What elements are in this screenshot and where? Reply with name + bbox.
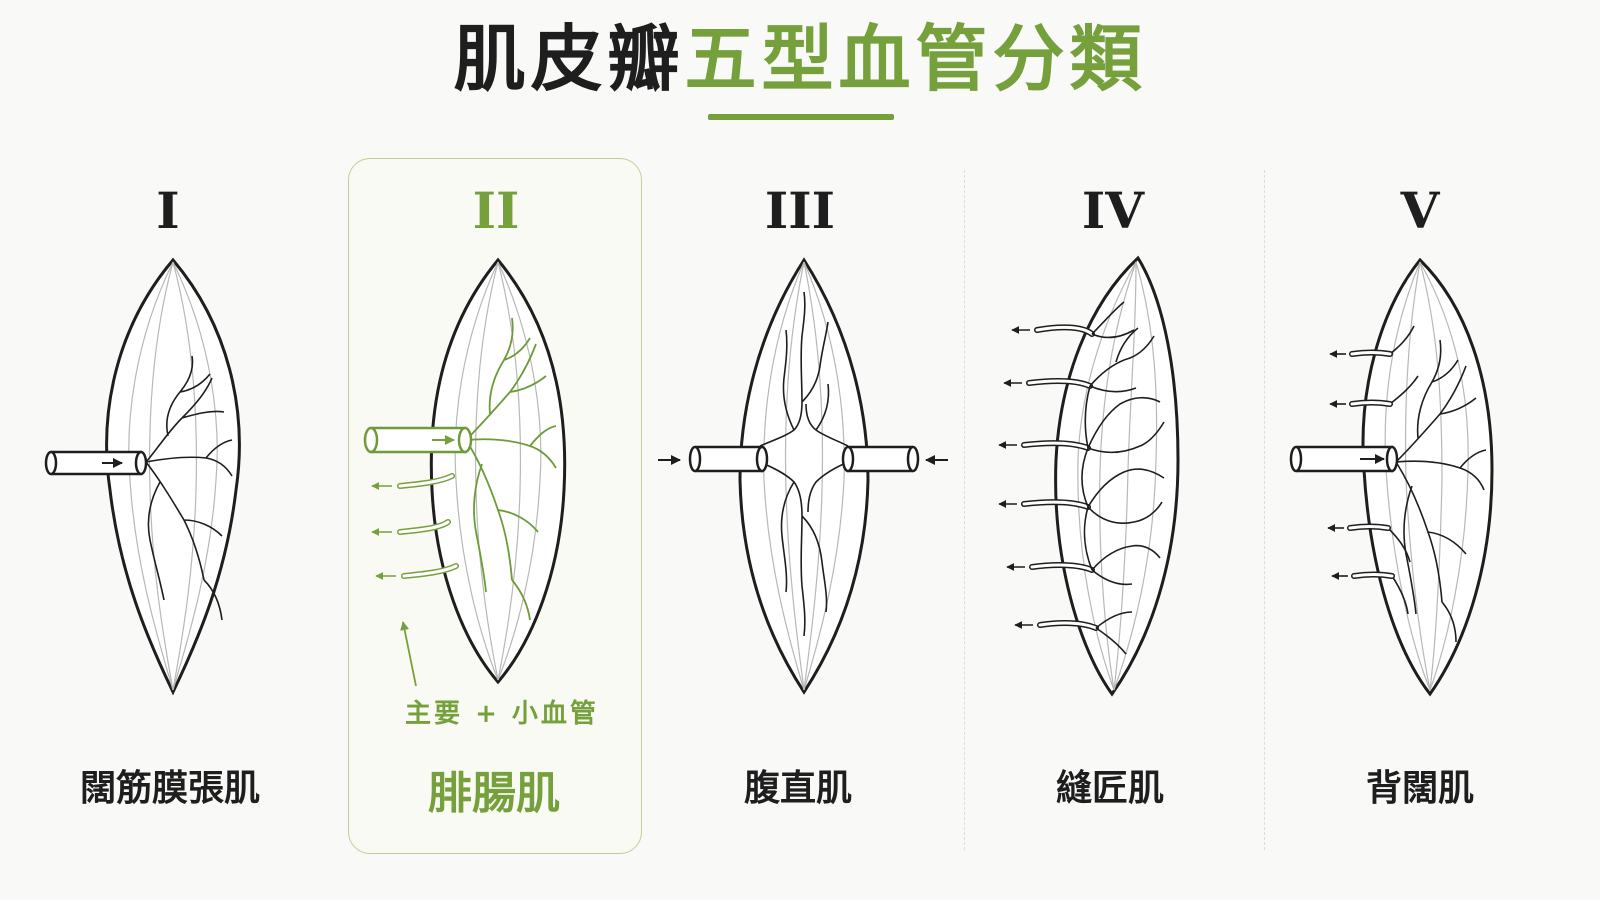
type-4-segmental-pedicles: [998, 324, 1099, 631]
type-4-numeral: IV: [1082, 181, 1145, 240]
type-3-numeral: III: [765, 181, 835, 240]
title-underline: [708, 114, 894, 120]
type-2-vessels: [465, 317, 557, 621]
type-5-muscle-name: 背闊肌: [1366, 768, 1474, 809]
type-2-annotation: 主要 + 小血管: [405, 699, 599, 729]
type-5-numeral: V: [1400, 181, 1441, 240]
type-1-muscle-name: 闊筋膜張肌: [80, 768, 260, 809]
type-5-main-pedicle: [1289, 445, 1399, 473]
type-1-muscle-shape: [105, 257, 241, 696]
type-5-minor-pedicles: [1327, 349, 1395, 580]
type-5-muscle-shape: [1361, 257, 1494, 697]
type-2-numeral: II: [473, 181, 520, 240]
separator-line: [1264, 170, 1265, 850]
type-1-panel: I 闊筋膜張肌: [44, 181, 260, 809]
type-2-minor-pedicles: [371, 473, 459, 580]
type-2-muscle-shape: [429, 257, 567, 685]
type-3-left-pedicle: [658, 445, 769, 473]
title-part1: 肌皮瓣: [453, 17, 685, 101]
type-3-muscle-name: 腹直肌: [744, 768, 852, 809]
type-4-panel: IV: [998, 181, 1180, 809]
type-1-vessels: [145, 355, 233, 621]
type-3-vessels: [759, 291, 849, 637]
type-2-panel: II: [363, 181, 599, 819]
type-3-right-pedicle: [841, 445, 948, 473]
type-1-pedicle: [44, 450, 148, 476]
type-5-panel: V: [1289, 181, 1494, 809]
type-4-muscle-name: 縫匠肌: [1056, 768, 1164, 809]
type-1-numeral: I: [156, 181, 179, 240]
type-2-annotation-arrow: [400, 621, 417, 687]
page-title: 肌皮瓣五型血管分類: [0, 14, 1600, 104]
type-3-panel: III 腹直肌: [658, 181, 948, 809]
type-4-vessels: [1081, 301, 1165, 655]
title-part2: 五型血管分類: [684, 17, 1147, 101]
type-2-main-pedicle: [363, 426, 473, 454]
type-3-muscle-shape: [738, 257, 870, 695]
separator-line: [964, 170, 965, 850]
type-5-vessels: [1387, 325, 1487, 643]
type-2-muscle-name: 腓腸肌: [428, 768, 560, 819]
